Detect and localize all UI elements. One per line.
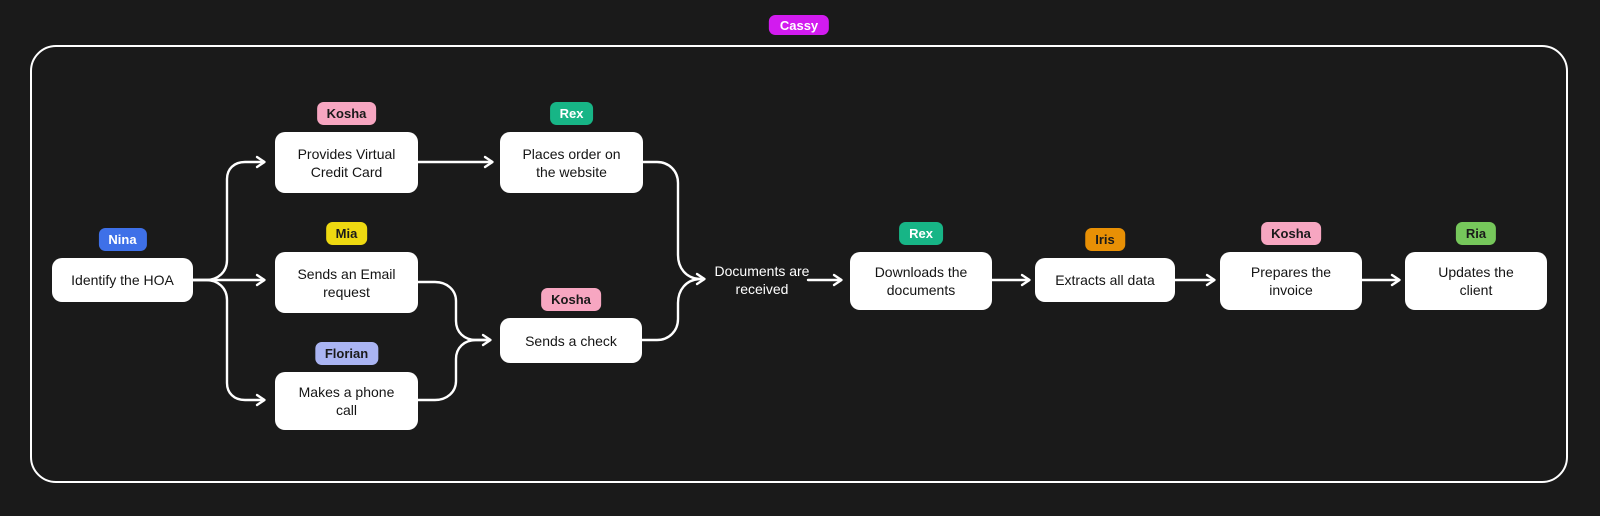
node-label: Sends an Email request — [297, 265, 396, 300]
assignee-badge-kosha: Kosha — [316, 102, 377, 125]
assignee-badge-kosha: Kosha — [541, 288, 601, 311]
assignee-badge-nina: Nina — [98, 228, 147, 251]
assignee-badge-rex: Rex — [899, 222, 943, 245]
node-downloads-the-documents[interactable]: Rex Downloads the documents — [850, 222, 992, 310]
node-label: Places order on the website — [522, 145, 621, 180]
label-documents-are-received: Documents are received — [712, 258, 812, 302]
assignee-badge-kosha: Kosha — [1261, 222, 1321, 245]
free-label-text: Documents are received — [714, 263, 810, 297]
assignee-badge-iris: Iris — [1085, 228, 1125, 251]
node-label: Provides Virtual Credit Card — [297, 145, 396, 180]
assignee-badge-rex: Rex — [549, 102, 594, 125]
node-identify-the-hoa[interactable]: Nina Identify the HOA — [52, 228, 193, 302]
node-prepares-the-invoice[interactable]: Kosha Prepares the invoice — [1220, 222, 1362, 310]
node-label: Downloads the documents — [874, 264, 968, 298]
node-label: Sends a check — [525, 332, 617, 349]
assignee-badge-mia: Mia — [325, 222, 368, 245]
node-label: Identify the HOA — [71, 272, 174, 288]
node-label: Makes a phone call — [298, 384, 395, 418]
frame-owner-badge-cassy: Cassy — [768, 15, 830, 35]
frame-outline — [30, 45, 1568, 483]
node-sends-email-request[interactable]: Mia Sends an Email request — [275, 222, 418, 313]
node-extracts-all-data[interactable]: Iris Extracts all data — [1035, 228, 1175, 302]
assignee-badge-ria: Ria — [1455, 222, 1497, 245]
node-label: Extracts all data — [1055, 272, 1155, 288]
node-label: Prepares the invoice — [1250, 264, 1332, 298]
node-makes-a-phone-call[interactable]: Florian Makes a phone call — [275, 342, 418, 430]
assignee-badge-florian: Florian — [314, 342, 379, 365]
node-label: Updates the client — [1438, 264, 1514, 298]
node-updates-the-client[interactable]: Ria Updates the client — [1405, 222, 1547, 310]
node-provides-virtual-credit-card[interactable]: Kosha Provides Virtual Credit Card — [275, 102, 418, 193]
node-places-order-on-website[interactable]: Rex Places order on the website — [500, 102, 643, 193]
node-sends-a-check[interactable]: Kosha Sends a check — [500, 288, 642, 363]
